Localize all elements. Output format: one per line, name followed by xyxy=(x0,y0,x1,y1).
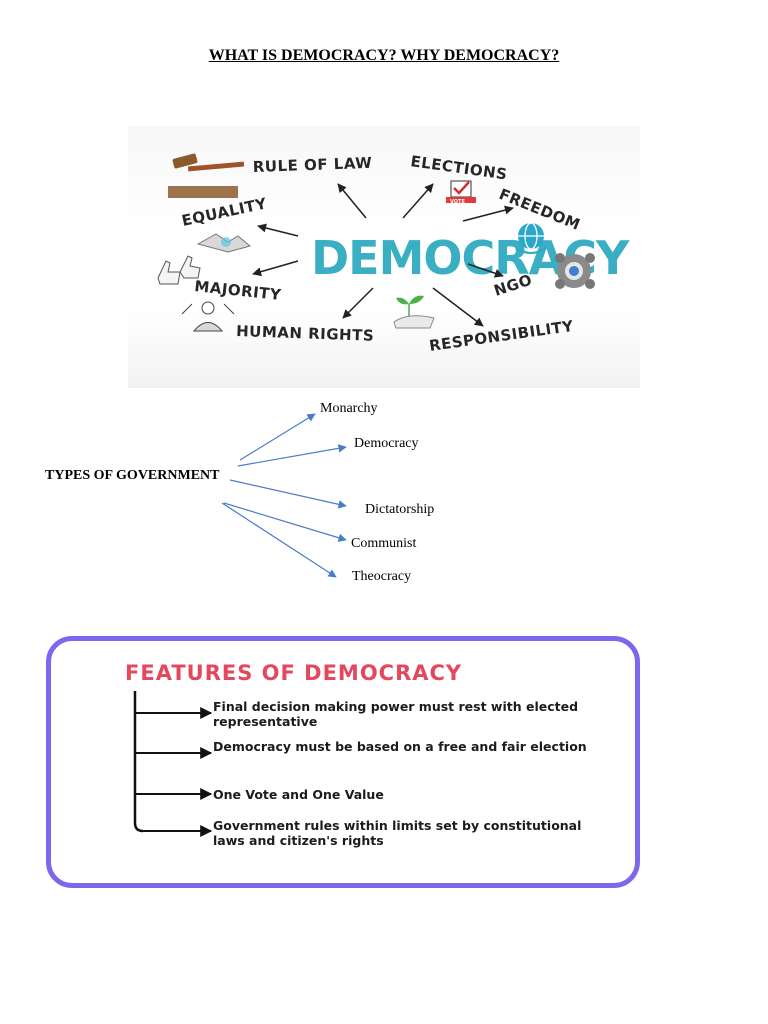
arrow-to-monarchy xyxy=(239,413,316,461)
mindmap-word-equality: EQUALITY xyxy=(180,194,269,230)
mindmap-word-elections: ELECTIONS xyxy=(409,152,508,183)
plant-in-hand-icon xyxy=(393,295,435,329)
mindmap-word-human-rights: HUMAN RIGHTS xyxy=(236,322,375,345)
arrow-to-theocracy xyxy=(221,502,337,578)
feature-item: One Vote and One Value xyxy=(213,787,384,802)
features-title: FEATURES OF DEMOCRACY xyxy=(125,661,463,685)
people-network-icon xyxy=(555,253,595,289)
government-type-dictatorship: Dictatorship xyxy=(365,502,435,517)
mindmap-word-rule-of-law: RULE OF LAW xyxy=(253,154,373,176)
mindmap-word-responsibility: RESPONSIBILITY xyxy=(428,317,575,355)
person-icon xyxy=(181,301,235,332)
feature-item: Government rules within limits set by co… xyxy=(213,818,582,848)
handshake-icon xyxy=(196,233,252,253)
feature-item: Democracy must be based on a free and fa… xyxy=(213,739,587,754)
government-type-monarchy: Monarchy xyxy=(320,401,378,416)
globe-icon xyxy=(515,222,547,254)
arrow-to-democracy xyxy=(237,444,347,467)
feature-item: Final decision making power must rest wi… xyxy=(213,699,579,729)
arrow-to-dictatorship xyxy=(229,479,347,509)
ballot-icon: VOTE xyxy=(446,180,476,205)
democracy-mindmap-image: DEMOCRACY RULE OF LAW ELECTIONS FREEDOM … xyxy=(128,126,640,388)
svg-text:VOTE: VOTE xyxy=(450,199,465,205)
page-title: WHAT IS DEMOCRACY? WHY DEMOCRACY? xyxy=(208,47,560,64)
features-connector xyxy=(133,691,213,837)
arrow-to-communist xyxy=(223,502,347,542)
features-of-democracy-panel: FEATURES OF DEMOCRACY Final decision mak… xyxy=(46,636,640,888)
government-type-theocracy: Theocracy xyxy=(352,569,412,584)
gavel-icon xyxy=(168,153,245,198)
government-type-democracy: Democracy xyxy=(354,436,419,451)
types-of-government-label: TYPES OF GOVERNMENT xyxy=(45,468,220,483)
thumbs-up-icon xyxy=(157,255,201,285)
mindmap-word-majority: MAJORITY xyxy=(194,277,283,304)
government-type-communist: Communist xyxy=(351,536,417,551)
